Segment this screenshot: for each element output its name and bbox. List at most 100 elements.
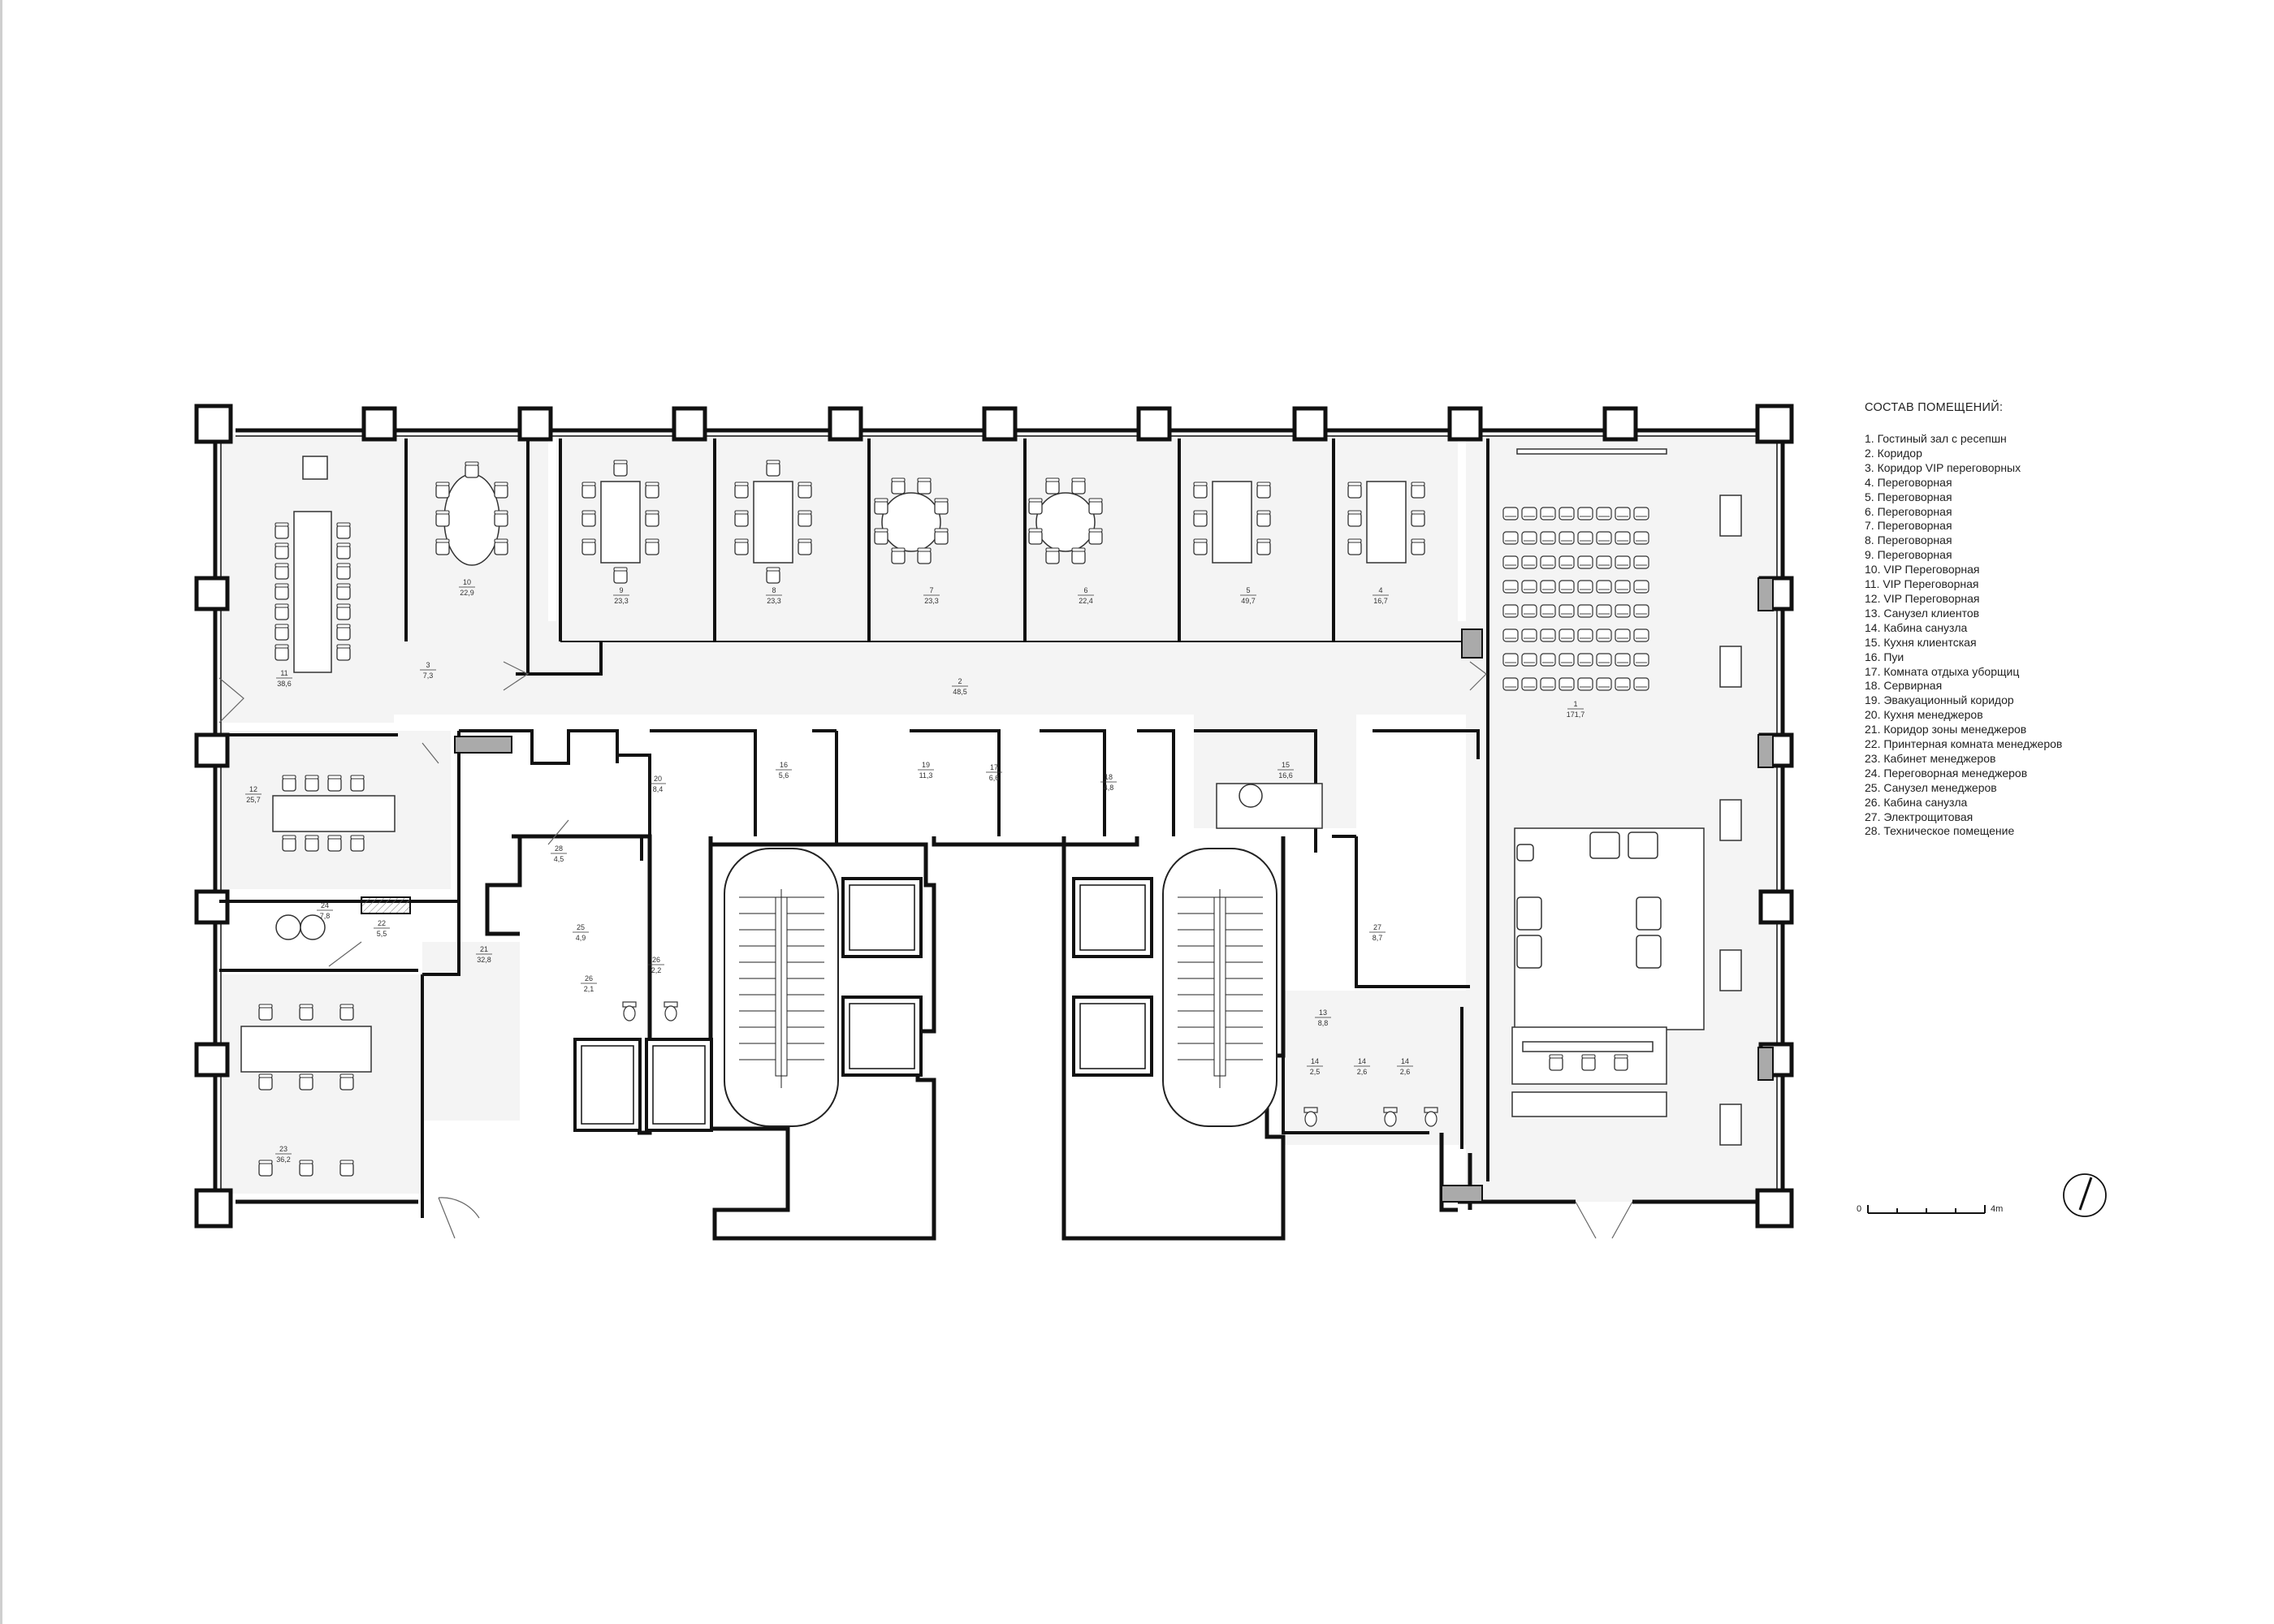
chair [1411, 482, 1425, 499]
legend-item: 16. Пуи [1865, 650, 1904, 663]
columns [194, 404, 1794, 1229]
chair [494, 538, 508, 555]
audience-seat [1615, 580, 1631, 594]
room-labels: 1138,61022,937,3923,3823,3723,3622,4549,… [245, 578, 1584, 1164]
audience-seat [1615, 531, 1631, 545]
room-area: 2,5 [1310, 1068, 1321, 1076]
chair [934, 528, 949, 545]
chair [258, 1160, 273, 1177]
chair [275, 542, 289, 559]
audience-seat [1577, 507, 1593, 520]
legend-item: 14. Кабина санузла [1865, 620, 1968, 634]
north-arrow-icon [2063, 1173, 2107, 1217]
chair [1256, 510, 1271, 527]
audience-seat [1633, 604, 1649, 618]
chair [336, 644, 351, 661]
chair [1256, 538, 1271, 555]
chair [645, 510, 659, 527]
legend-item: 18. Сервирная [1865, 679, 1943, 693]
room-number: 2 [958, 677, 962, 685]
legend-item: 15. Кухня клиентская [1865, 635, 1977, 649]
legend-item: 20. Кухня менеджеров [1865, 708, 1983, 722]
room-area: 2,6 [1400, 1068, 1411, 1076]
audience-seat [1521, 604, 1537, 618]
chair [1028, 528, 1043, 545]
room-area: 5,5 [377, 930, 387, 938]
room-number: 9 [619, 586, 623, 594]
meeting-tables [240, 456, 1407, 1073]
audience-seat [1559, 507, 1575, 520]
room-area: 36,2 [276, 1155, 291, 1164]
legend-item: 10. VIP Переговорная [1865, 563, 1980, 577]
audience-seat [1615, 653, 1631, 667]
audience-seat [1540, 628, 1556, 642]
audience-seat [1502, 653, 1519, 667]
chair [1193, 510, 1208, 527]
chair [1411, 538, 1425, 555]
audience-seat [1559, 653, 1575, 667]
chair [1581, 1054, 1596, 1071]
audience-seat [1615, 507, 1631, 520]
audience-seat [1502, 507, 1519, 520]
chair [465, 461, 479, 478]
audience-seat [1502, 531, 1519, 545]
chair [1614, 1054, 1628, 1071]
legend-item: 11. VIP Переговорная [1865, 577, 1979, 591]
room-area: 16,6 [1278, 771, 1293, 780]
chair [766, 567, 780, 584]
legend-item: 17. Комната отдыха уборщиц [1865, 664, 2020, 678]
audience-seat [1540, 507, 1556, 520]
chair [1347, 482, 1362, 499]
room-area: 8,8 [1318, 1019, 1329, 1027]
chair [1045, 477, 1060, 495]
room-number: 11 [280, 669, 287, 677]
chair [1028, 498, 1043, 515]
audience-seat [1559, 604, 1575, 618]
legend-item: 5. Переговорная [1865, 490, 1952, 503]
room-number: 7 [929, 586, 933, 594]
chair [435, 482, 450, 499]
legend-item: 13. Санузел клиентов [1865, 606, 1980, 620]
audience-seat [1596, 604, 1612, 618]
audience-seat [1577, 604, 1593, 618]
chair [934, 498, 949, 515]
audience-seat [1540, 531, 1556, 545]
chair [581, 538, 596, 555]
room-area: 22,4 [1079, 597, 1093, 605]
room-area: 25,7 [246, 796, 261, 804]
legend-item: 24. Переговорная менеджеров [1865, 766, 2028, 780]
audience-seat [1521, 628, 1537, 642]
room-area: 23,3 [924, 597, 939, 605]
room-number: 16 [780, 761, 788, 769]
legend-item: 8. Переговорная [1865, 533, 1952, 547]
audience-seat [1577, 653, 1593, 667]
legend-item: 9. Переговорная [1865, 548, 1952, 562]
audience-seat [1502, 677, 1519, 691]
chair [336, 522, 351, 539]
lift-shafts [573, 877, 1153, 1132]
chair [734, 538, 749, 555]
legend-title: СОСТАВ ПОМЕЩЕНИЙ: [1865, 401, 2004, 414]
room-area: 2,2 [651, 966, 662, 974]
audience-seat [1521, 555, 1537, 569]
audience-seat [1540, 555, 1556, 569]
chair [891, 547, 906, 564]
legend-item: 27. Электрощитовая [1865, 810, 1974, 823]
room-number: 13 [1319, 1009, 1327, 1017]
room-number: 21 [480, 945, 488, 953]
chair [327, 775, 342, 792]
room-number: 23 [279, 1145, 287, 1153]
room-number: 19 [922, 761, 930, 769]
audience-seat [1633, 677, 1649, 691]
chair [1071, 477, 1086, 495]
audience-seat [1502, 604, 1519, 618]
chair [305, 835, 319, 852]
audience-seat [1521, 580, 1537, 594]
room-area: 2,6 [1357, 1068, 1368, 1076]
chair [494, 482, 508, 499]
room-area: 49,7 [1241, 597, 1256, 605]
audience-seat [1559, 677, 1575, 691]
audience-seat [1596, 555, 1612, 569]
audience-seat [1633, 580, 1649, 594]
room-area: 5,6 [779, 771, 789, 780]
